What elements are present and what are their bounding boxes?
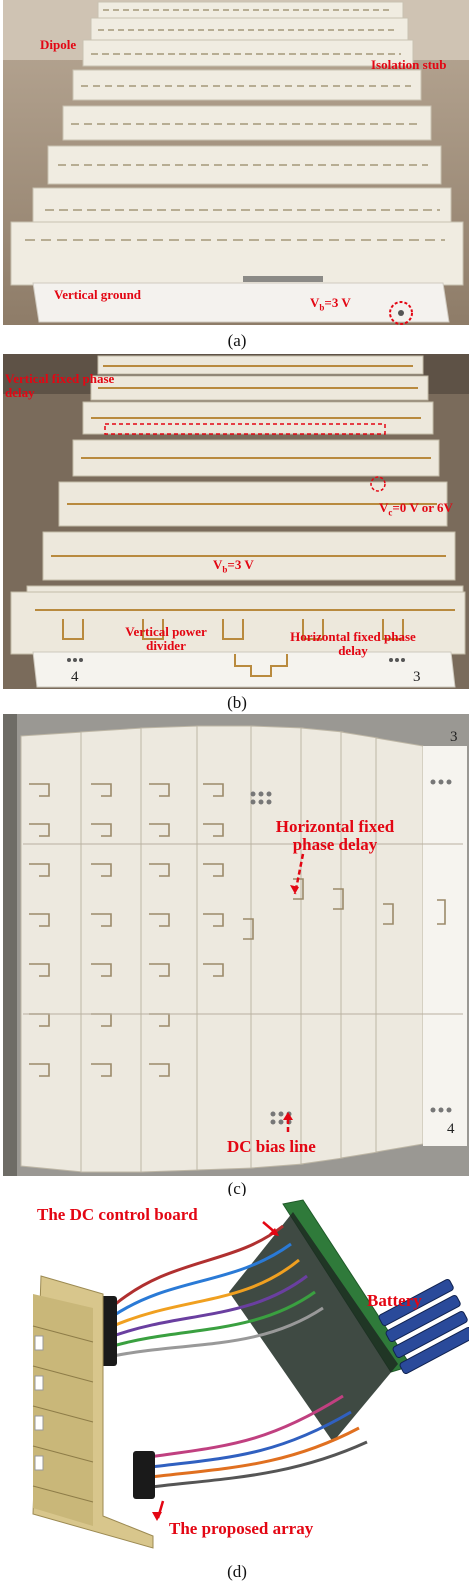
caption-a: (a)	[227, 331, 247, 350]
photo-panel-d: The DC control board Battery The propose…	[3, 1196, 469, 1562]
board-mark-right: 3	[413, 669, 421, 685]
label-isolation-stub: Isolation stub	[371, 57, 447, 72]
label-vertical-power-divider: Vertical power divider	[125, 624, 207, 653]
label-dipole: Dipole	[40, 37, 77, 52]
caption-c: (c)	[227, 1179, 247, 1198]
label-dc-bias-line: DC bias line	[227, 1137, 316, 1156]
label-vc-voltage: Vc=0 V or 6V	[379, 500, 453, 518]
caption-d: (d)	[227, 1562, 247, 1581]
label-horizontal-fixed-phase-delay-c: Horizontal fixed phase delay	[275, 817, 395, 854]
highlight-circle	[370, 476, 386, 492]
label-proposed-array: The proposed array	[169, 1519, 314, 1538]
label-dc-control-board: The DC control board	[37, 1205, 198, 1224]
highlight-box	[104, 423, 386, 435]
measurement-setup-photo-d	[3, 1196, 469, 1562]
board-mark-bottom: 4	[447, 1121, 455, 1137]
board-mark-top: 3	[450, 729, 458, 745]
caption-b: (b)	[227, 693, 247, 712]
antenna-array-photo-b	[3, 354, 469, 689]
label-vertical-ground: Vertical ground	[54, 287, 142, 302]
label-vb-voltage: Vb=3 V	[213, 557, 254, 575]
label-horizontal-fixed-phase-delay-b: Horizontal fixed phase delay	[290, 629, 416, 658]
photo-panel-a: Dipole Isolation stub Vertical ground Vb…	[3, 0, 469, 325]
antenna-array-photo-a	[3, 0, 469, 325]
antenna-array-photo-c	[3, 714, 469, 1176]
label-vertical-fixed-phase-delay: Vertical fixed phase delay	[5, 371, 115, 400]
photo-panel-b: 4 3 Vertical fixed phase delay Vc=0 V or…	[3, 354, 469, 689]
label-battery: Battery	[367, 1291, 422, 1310]
board-mark-left: 4	[71, 669, 79, 685]
highlight-circle	[389, 301, 413, 325]
label-voltage-a: Vb=3 V	[310, 295, 351, 313]
photo-panel-c: 3 4 Horizontal fixed phase delay DC bias…	[3, 714, 469, 1176]
